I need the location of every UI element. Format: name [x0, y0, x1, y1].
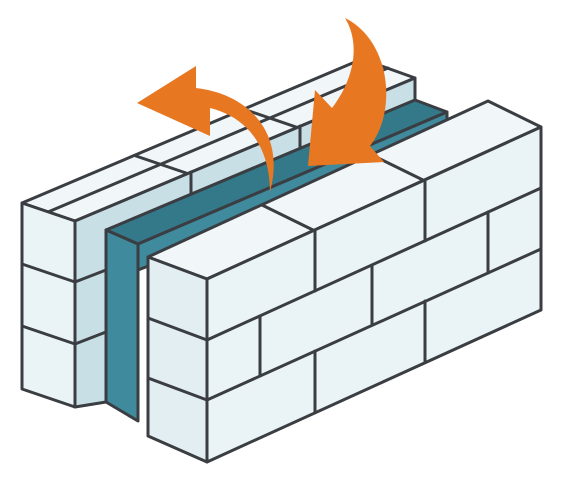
front-wall-end [146, 255, 209, 464]
front-wall-end-joint [146, 316, 209, 342]
front-wall-course [205, 247, 543, 402]
insulation-face [104, 228, 140, 423]
front-wall-course [205, 186, 543, 342]
back-wall-long-joint [73, 268, 108, 284]
heat-loss-arrow-icon [137, 66, 274, 192]
back-wall-end-joint [20, 324, 77, 346]
heat-flow-arrows [137, 18, 387, 192]
back-wall-long-joint [73, 330, 108, 346]
back-wall-top-joint [46, 66, 390, 214]
back-wall-top-joint [244, 108, 301, 130]
front-wall-top-joint [260, 203, 317, 233]
back-wall-top-joint [134, 154, 191, 176]
back-wall-end-joint [20, 262, 77, 284]
heat-return-arrow-icon [308, 18, 387, 166]
front-wall-end-joint [146, 376, 209, 402]
back-wall-end [20, 201, 77, 409]
